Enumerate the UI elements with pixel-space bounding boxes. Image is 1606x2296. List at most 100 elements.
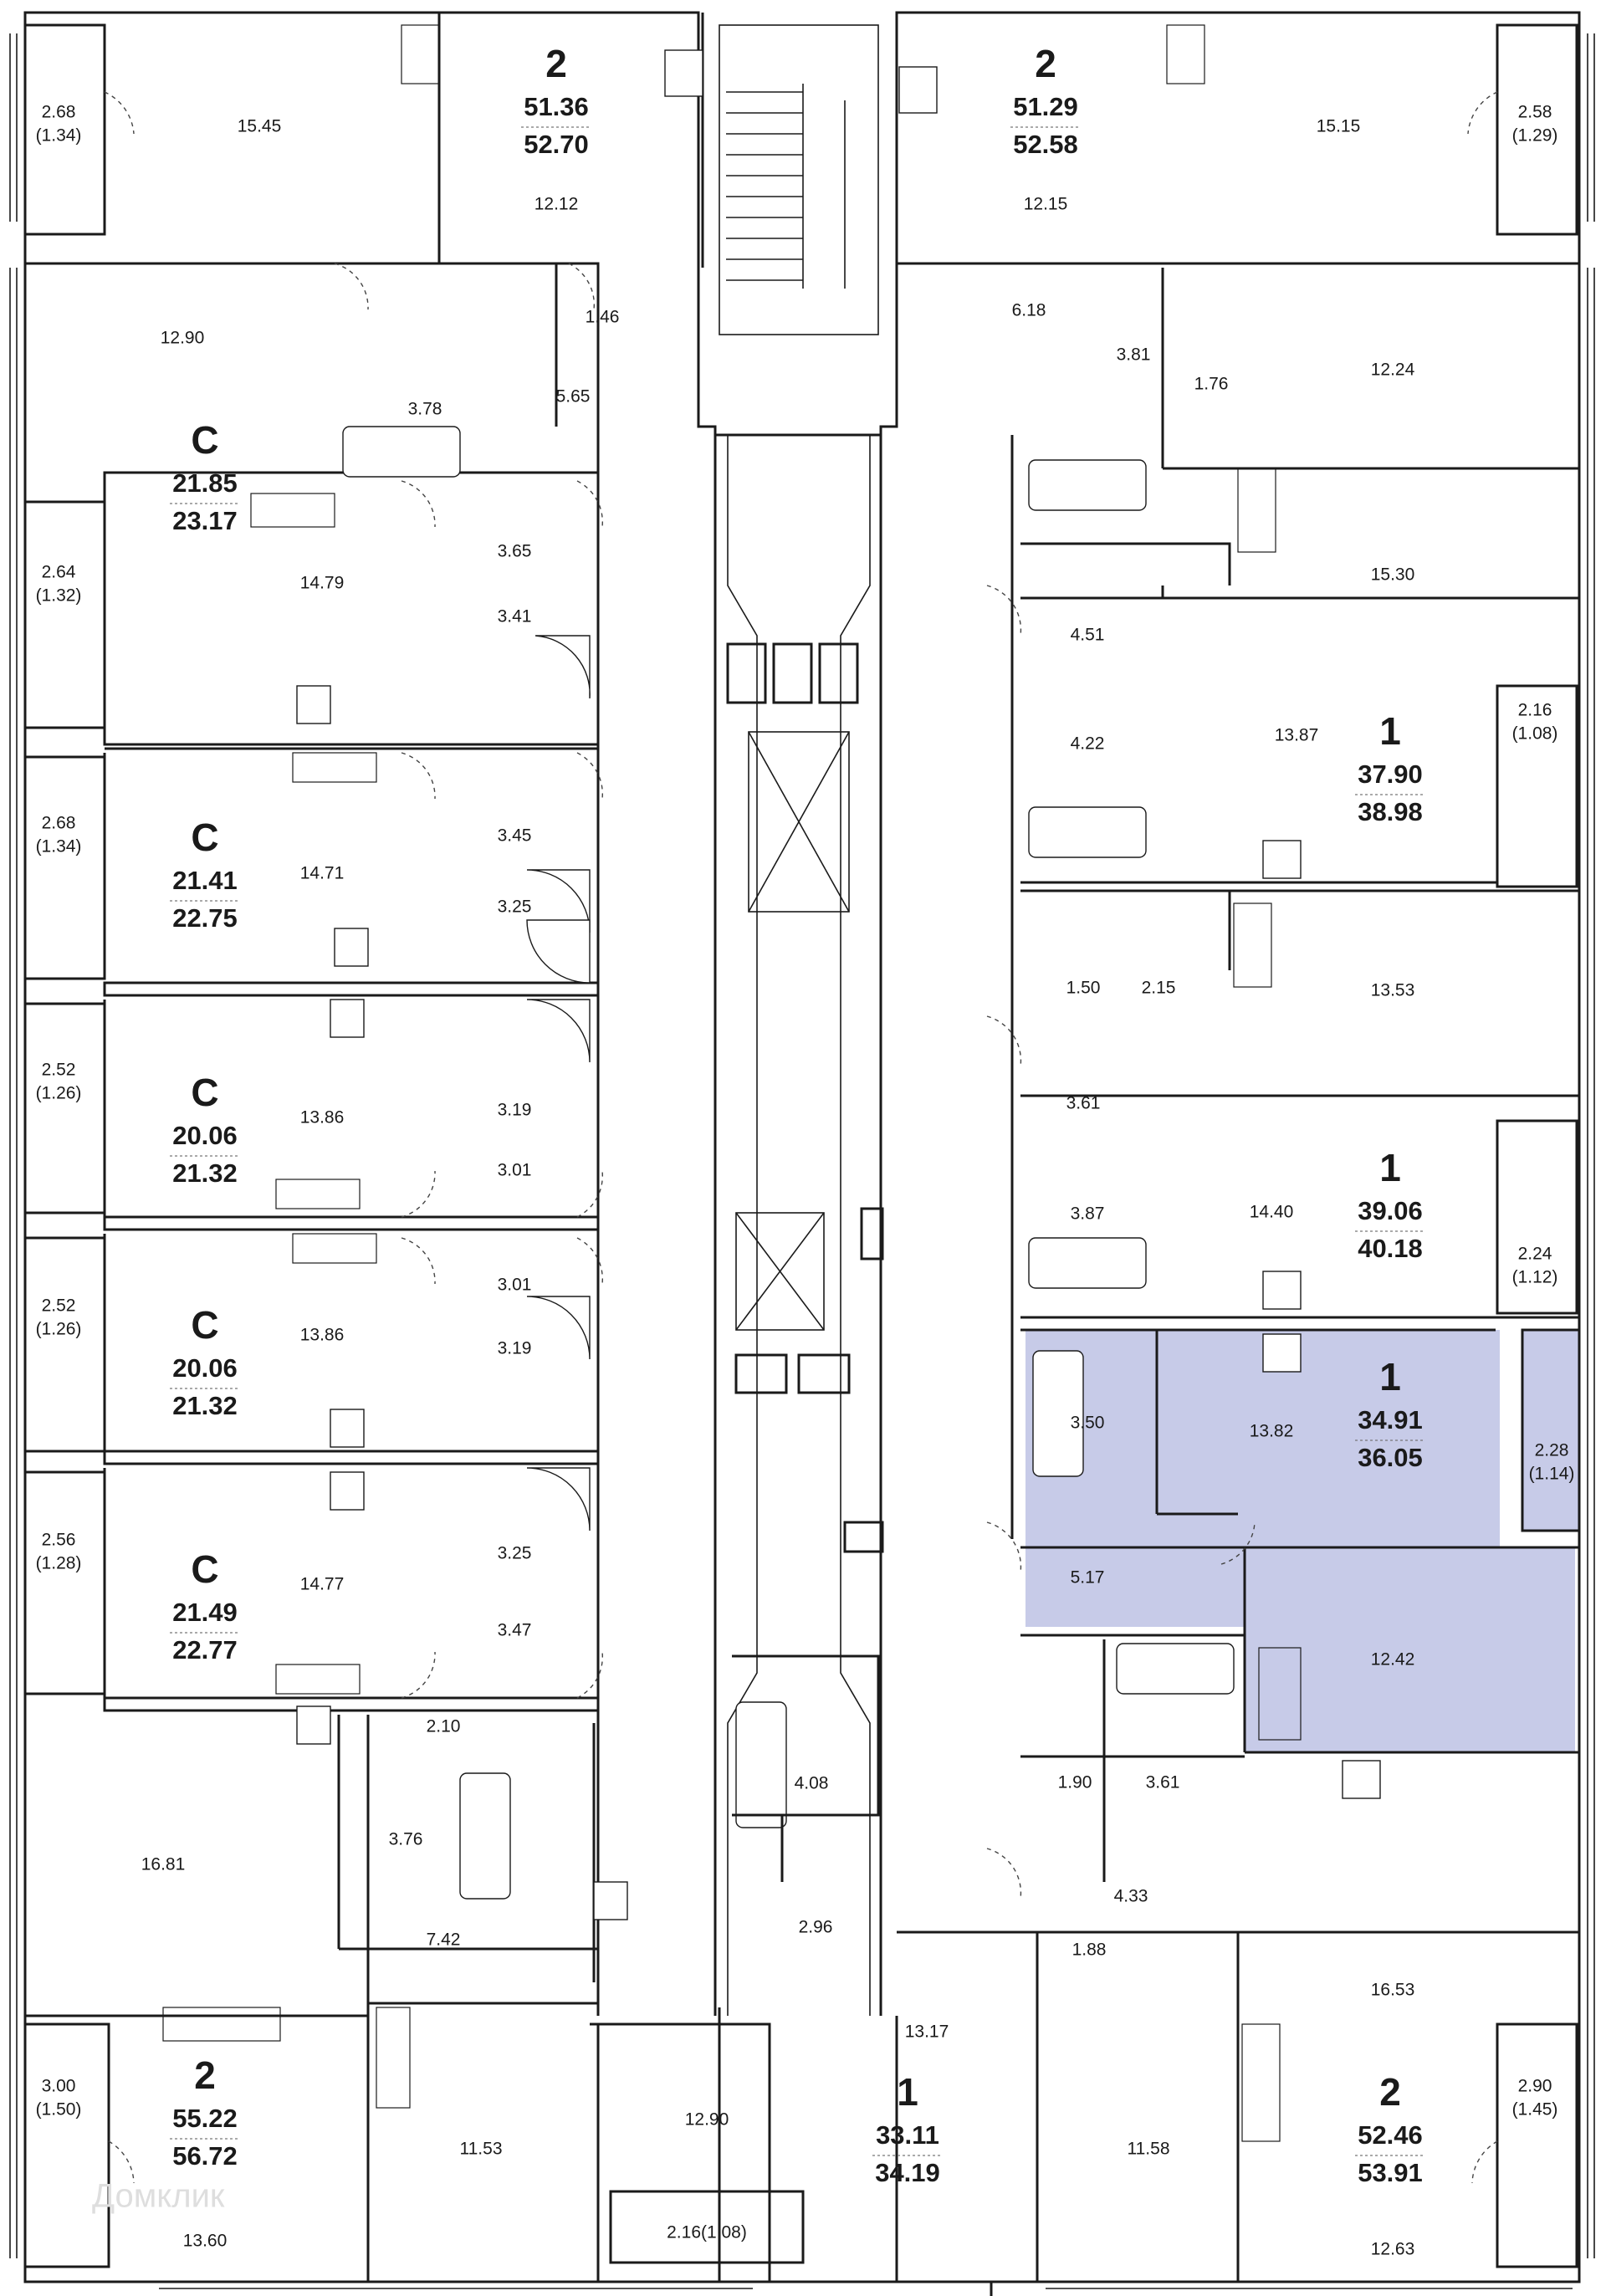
room-area-label: 3.25 (498, 1544, 532, 1563)
central-walls (598, 1654, 880, 2296)
balcony-area-label: 2.24 (1518, 1245, 1552, 1264)
room-area-label: 13.60 (183, 2232, 228, 2251)
balcony-area-label: 2.52 (42, 1061, 76, 1080)
room-area-label: 3.01 (498, 1276, 532, 1295)
balcony-reduced-area-label: (1.14) (1529, 1465, 1575, 1484)
room-area-label: 1.90 (1058, 1773, 1092, 1792)
room-area-label: 3.78 (408, 400, 442, 419)
apartment-living-area: 21.49 (172, 1598, 238, 1627)
balcony-area-label: 2.56 (42, 1531, 76, 1550)
room-area-label: 14.77 (300, 1575, 345, 1594)
room-area-label: 3.47 (498, 1621, 532, 1640)
apartment-room-count: 1 (1379, 1355, 1401, 1399)
room-area-label: 3.65 (498, 542, 532, 561)
room-area-label: 12.12 (534, 195, 579, 214)
room-area-label: 2.10 (427, 1717, 461, 1736)
apartment-room-count: 1 (1379, 709, 1401, 753)
room-area-label: 14.40 (1250, 1203, 1294, 1222)
balcony-area-label: 2.68 (42, 103, 76, 122)
apartment-living-area: 34.91 (1358, 1405, 1423, 1434)
apartment-living-area: 51.29 (1013, 92, 1078, 121)
room-area-label: 12.63 (1371, 2240, 1415, 2259)
room-area-label: 15.15 (1317, 117, 1361, 136)
room-area-label: 3.01 (498, 1161, 532, 1180)
room-area-label: 3.45 (498, 826, 532, 846)
apartment-room-count: C (191, 418, 218, 462)
balcony-reduced-area-label: (1.12) (1512, 1268, 1558, 1287)
door-swings (104, 91, 1498, 2184)
apartment-living-area: 39.06 (1358, 1196, 1423, 1225)
balcony-reduced-area-label: (1.45) (1512, 2100, 1558, 2120)
apartment-total-area: 21.32 (172, 1391, 238, 1420)
room-area-label: 12.24 (1371, 361, 1415, 380)
room-area-label: 7.42 (427, 1930, 461, 1950)
room-area-label: 13.17 (905, 2022, 949, 2042)
apartment-room-count: 1 (897, 2070, 918, 2114)
balcony-reduced-area-label: (1.28) (36, 1554, 82, 1573)
apartment-room-count: C (191, 1303, 218, 1347)
apartment-total-area: 34.19 (875, 2158, 940, 2187)
room-area-label: 13.86 (300, 1326, 345, 1345)
balcony-reduced-area-label: (1.32) (36, 586, 82, 606)
apartment-room-count: 2 (1379, 2070, 1401, 2114)
watermark: Домклик (92, 2178, 225, 2215)
apartment-room-count: 2 (545, 42, 567, 85)
elevator-shafts (726, 642, 884, 1553)
left-balconies (23, 23, 110, 2268)
apartment-total-area: 22.75 (172, 903, 238, 933)
corridor (713, 435, 882, 2016)
room-area-label: 11.53 (460, 2140, 503, 2159)
room-area-label: 1.46 (586, 308, 620, 327)
apartment-living-area: 20.06 (172, 1353, 238, 1383)
apartment-total-area: 53.91 (1358, 2158, 1423, 2187)
room-area-label: 4.22 (1071, 734, 1105, 754)
room-area-label: 3.61 (1066, 1094, 1101, 1113)
room-area-label: 12.90 (685, 2110, 729, 2130)
apartment-living-area: 55.22 (172, 2104, 238, 2133)
right-apartments-walls (895, 262, 1579, 2282)
apartment-living-area: 52.46 (1358, 2120, 1423, 2150)
apartment-total-area: 21.32 (172, 1158, 238, 1188)
apartment-total-area: 36.05 (1358, 1443, 1423, 1472)
room-area-label: 12.90 (161, 329, 205, 348)
apartment-total-area: 23.17 (172, 506, 238, 535)
balcony-area-label: 3.00 (42, 2077, 76, 2096)
balcony-area-label: 2.28 (1535, 1441, 1569, 1460)
room-area-label: 3.76 (389, 1830, 423, 1849)
room-area-label: 16.81 (141, 1855, 186, 1874)
apartment-total-area: 56.72 (172, 2141, 238, 2171)
room-area-label: 4.33 (1114, 1887, 1148, 1906)
balcony-area-label: 2.68 (42, 814, 76, 833)
room-area-label: 1.88 (1072, 1941, 1107, 1960)
balcony-reduced-area-label: (1.26) (36, 1320, 82, 1339)
room-area-label: 4.08 (795, 1774, 829, 1793)
room-area-label: 15.30 (1371, 565, 1415, 585)
room-area-label: 2.96 (799, 1918, 833, 1937)
apartment-total-area: 40.18 (1358, 1234, 1423, 1263)
radiators (162, 24, 1302, 2142)
balcony-reduced-area-label: (1.26) (36, 1084, 82, 1103)
room-area-label: 3.41 (498, 607, 532, 626)
room-area-label: 13.86 (300, 1108, 345, 1128)
apartment-living-area: 37.90 (1358, 759, 1423, 789)
room-area-label: 3.61 (1146, 1773, 1180, 1792)
balcony-area-label: 2.58 (1518, 103, 1552, 122)
apartment-total-area: 52.58 (1013, 130, 1078, 159)
room-area-label: 6.18 (1012, 301, 1046, 320)
room-area-label: 3.87 (1071, 1204, 1105, 1224)
apartment-living-area: 33.11 (876, 2120, 939, 2150)
loggia-area-label: 2.16(1.08) (667, 2223, 747, 2242)
room-area-label: 3.19 (498, 1339, 532, 1358)
room-area-label: 2.15 (1142, 979, 1176, 998)
bathroom-fixtures (342, 426, 1235, 1900)
apartment-total-area: 38.98 (1358, 797, 1423, 826)
stairwell (719, 24, 879, 335)
kitchen-fixtures (296, 49, 1381, 1920)
balcony-reduced-area-label: (1.50) (36, 2100, 82, 2120)
room-area-label: 5.17 (1071, 1568, 1105, 1588)
right-balconies (609, 23, 1581, 2268)
apartment-total-area: 22.77 (172, 1635, 238, 1664)
